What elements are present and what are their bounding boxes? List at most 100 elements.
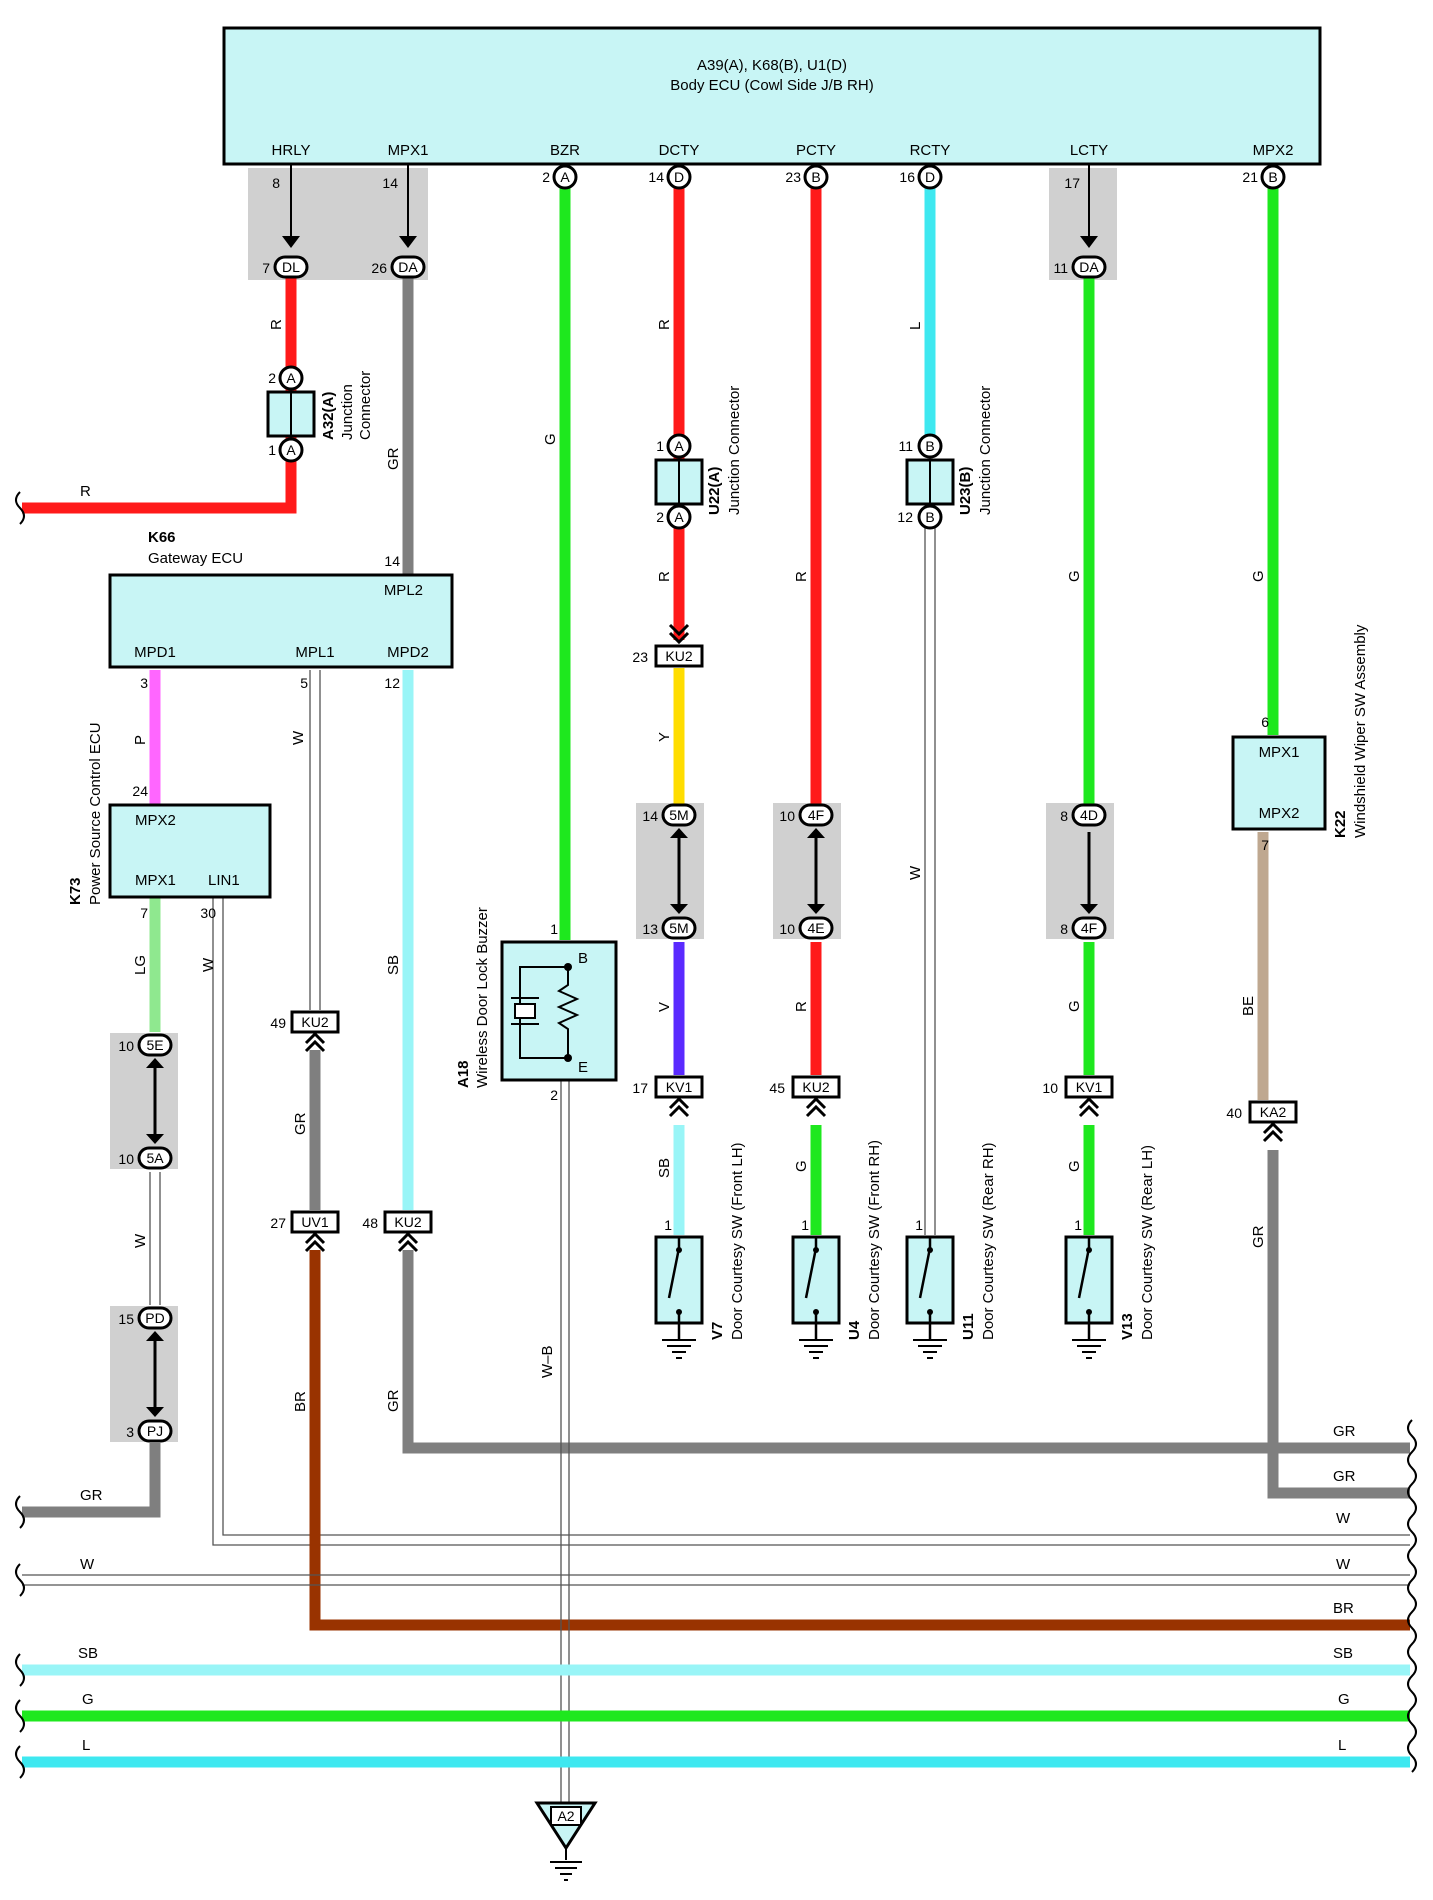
svg-text:A2: A2 [557,1808,574,1824]
u23-pin-top: 11 [898,438,913,454]
svg-text:49: 49 [270,1015,286,1031]
svg-text:G: G [1250,570,1267,582]
gateway-mpl1: MPL1 [295,644,334,661]
svg-text:Door Courtesy SW (Rear RH): Door Courtesy SW (Rear RH) [980,1142,997,1340]
wire-w-5a-pd [149,1172,161,1305]
svg-text:U4: U4 [846,1320,863,1340]
svg-text:1: 1 [915,1217,923,1233]
terminal-bzr: BZR [550,142,580,159]
wire-r-hrly [22,268,297,514]
wiper-sw-assembly-k22: MPX1 MPX2 6 7 K22 Windshield Wiper SW As… [1231,624,1369,853]
svg-text:4F: 4F [1081,920,1097,936]
wire-w-mpl1 [309,670,321,1010]
svg-text:MPX1: MPX1 [135,872,176,889]
svg-text:10: 10 [118,1038,134,1054]
junction-connector-a32: A A 2 1 A32(A) Junction Connector [266,365,374,463]
svg-text:G: G [1338,1691,1350,1708]
svg-text:4D: 4D [1080,807,1098,823]
svg-text:SB: SB [78,1645,98,1662]
ground-a2: A2 [534,1801,598,1881]
svg-text:GR: GR [1333,1468,1356,1485]
terminal-rcty: RCTY [910,142,951,159]
svg-text:R: R [793,571,810,582]
wire-wb [560,1080,570,1803]
svg-text:KU2: KU2 [802,1079,829,1095]
k73-name: Power Source Control ECU [87,722,104,905]
terminal-pcty: PCTY [796,142,836,159]
svg-text:6: 6 [1261,714,1269,730]
pin-mpx1: 14 [382,175,398,191]
svg-text:G: G [1066,1160,1083,1172]
door-switch-u11: 1 U11 Door Courtesy SW (Rear RH) [905,1142,997,1359]
pin-code-pcty: B [811,169,820,185]
svg-text:R: R [793,1001,810,1012]
wires [22,182,1410,1803]
svg-text:MPX2: MPX2 [1259,805,1300,822]
svg-text:15: 15 [118,1311,134,1327]
u22-pin-top: 1 [656,438,664,454]
svg-text:GR: GR [292,1112,309,1135]
svg-text:A: A [674,438,684,454]
gateway-mpl2: MPL2 [384,582,423,599]
conn-da2-pin: 11 [1053,260,1068,276]
oval-connector-pairs: 5M 5M 4F 4E 4D 4F 5E 5A PD PJ 14 13 10 1… [118,803,1107,1443]
gateway-mpd1: MPD1 [134,644,176,661]
svg-text:10: 10 [779,808,795,824]
svg-text:W: W [290,730,307,745]
svg-text:BR: BR [292,1391,309,1412]
pin-code-dcty: D [674,169,684,185]
svg-text:3: 3 [126,1424,134,1440]
svg-text:A: A [674,509,684,525]
svg-text:5M: 5M [669,920,688,936]
svg-text:10: 10 [779,921,795,937]
svg-text:SB: SB [385,955,402,975]
pin-bzr: 2 [542,169,550,185]
wire-gr-ku2-48 [402,1250,1410,1454]
k22-id: K22 [1332,810,1349,838]
svg-text:5: 5 [300,675,308,691]
pin-code-rcty: D [925,169,935,185]
svg-text:W: W [1336,1510,1351,1527]
svg-text:GR: GR [385,1389,402,1412]
wireless-door-lock-buzzer-a18: B E 1 2 A18 Wireless Door Lock Buzzer [455,907,618,1103]
svg-text:30: 30 [200,905,216,921]
svg-text:1: 1 [1074,1217,1082,1233]
svg-text:27: 27 [270,1215,286,1231]
svg-text:GR: GR [80,1487,103,1504]
svg-text:KV1: KV1 [1076,1079,1103,1095]
svg-text:PJ: PJ [147,1423,163,1439]
gateway-ecu-k66: K66 Gateway ECU MPL2 MPD1 MPL1 MPD2 14 3… [108,529,454,691]
svg-text:2: 2 [550,1087,558,1103]
svg-text:4F: 4F [808,807,824,823]
wire-w-bus [22,1574,1410,1586]
svg-text:8: 8 [1060,808,1068,824]
terminal-dcty: DCTY [659,142,700,159]
svg-text:P: P [132,735,149,745]
u22-id: U22(A) [706,467,723,515]
door-switch-v7: 1 V7 Door Courtesy SW (Front LH) [654,1142,746,1359]
terminal-lcty: LCTY [1070,142,1108,159]
svg-text:PD: PD [145,1310,164,1326]
svg-text:KU2: KU2 [665,648,692,664]
svg-text:10: 10 [118,1151,134,1167]
conn-dl-code: DL [282,259,300,275]
wire-color-labels: R R GR G R R Y V SB R R G L W G G G G BE… [78,319,1356,1754]
body-ecu: A39(A), K68(B), U1(D) Body ECU (Cowl Sid… [222,26,1322,166]
door-courtesy-switches: 1 V7 Door Courtesy SW (Front LH) 1 U4 Do… [654,1140,1156,1359]
svg-text:17: 17 [632,1080,648,1096]
svg-text:R: R [80,483,91,500]
pin-hrly: 8 [272,175,280,191]
svg-text:8: 8 [1060,921,1068,937]
junction-connector-u23: B B 11 12 U23(B) Junction Connector [897,386,994,530]
a18-id: A18 [455,1060,472,1088]
svg-text:G: G [82,1691,94,1708]
svg-text:W: W [1336,1556,1351,1573]
svg-text:48: 48 [362,1215,378,1231]
svg-text:14: 14 [642,808,658,824]
pin-mpx2: 21 [1242,169,1258,185]
svg-text:Door Courtesy SW (Rear LH): Door Courtesy SW (Rear LH) [1139,1145,1156,1340]
pin-rcty: 16 [899,169,915,185]
svg-text:L: L [907,322,924,330]
svg-text:10: 10 [1042,1080,1058,1096]
